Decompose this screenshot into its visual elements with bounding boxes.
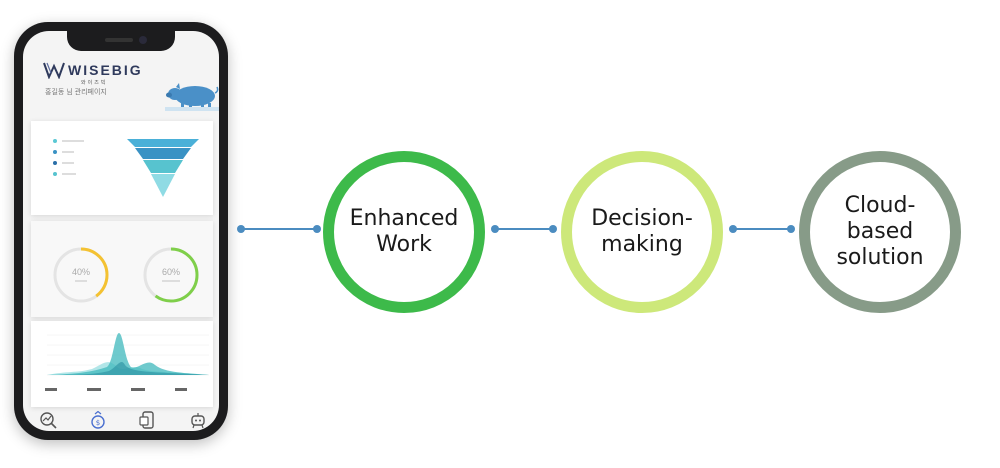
pig-icon [165,83,219,111]
connector-dot [549,225,557,233]
gauge-caption [51,279,111,283]
gauge-ring [53,247,109,303]
stat-value [45,387,57,392]
stat-value [131,387,145,392]
area-series [47,361,209,375]
brand-subtitle: 와이즈빅 [81,80,108,86]
greeting-text: 홍길동 님 관리페이지 [45,89,107,96]
node-decision-making: Decision- making [561,151,723,313]
brand-name: WISEBIG [68,62,143,78]
node-label: Cloud- based solution [836,193,923,271]
funnel-chart [127,139,199,197]
connector-line [495,228,553,230]
node-enhanced-work: Enhanced Work [323,151,485,313]
funnel-segment [135,148,191,159]
node-label-line: Work [376,232,432,257]
node-label-line: based [846,219,914,244]
funnel-card [31,121,213,215]
node-cloud-based-solution: Cloud- based solution [799,151,961,313]
connector-line [241,228,317,230]
chart-search-icon[interactable] [39,411,57,429]
funnel-segment [127,139,199,147]
area-chart-card [31,321,213,407]
legend-item [53,150,74,154]
gauge-2 [141,245,201,305]
brand: WISEBIG 와이즈빅 [43,61,143,86]
speaker [105,38,133,42]
phone-notch [67,31,175,51]
wisebig-logo-icon [43,62,65,79]
node-label-line: Enhanced [349,206,459,231]
node-label-line: Cloud- [844,193,916,218]
gauge-ring [143,247,199,303]
gauge-value: 40% [71,267,90,277]
funnel-segment [143,160,183,173]
gauge-card: 40% 60% [31,221,213,317]
node-label-line: solution [836,245,924,270]
funnel-segment [151,174,175,197]
gauge-1 [51,245,111,305]
svg-text:$: $ [96,419,100,427]
phone-screen: WISEBIG 와이즈빅 홍길동 님 관리페이지 [23,31,219,431]
legend-item [53,172,76,176]
area-chart [47,333,209,376]
stat-value [175,387,187,392]
legend-item [53,161,74,165]
node-label: Decision- making [591,206,693,258]
node-label-line: Decision- [591,206,693,231]
mobile-device-icon[interactable] [139,411,157,429]
gauge-value: 60% [161,267,180,277]
gauge-caption [141,279,201,283]
bottom-tab-bar: $ [23,409,219,431]
connector-dot [313,225,321,233]
legend-item [53,139,84,143]
camera [139,36,147,44]
area-series [47,333,209,375]
stat-value [87,387,101,392]
phone-mockup: WISEBIG 와이즈빅 홍길동 님 관리페이지 [14,22,228,440]
connector-dot [787,225,795,233]
connector-line [733,228,791,230]
robot-icon[interactable] [189,411,207,429]
node-label-line: making [601,232,683,257]
money-growth-icon[interactable]: $ [89,411,107,429]
node-label: Enhanced Work [350,206,459,258]
